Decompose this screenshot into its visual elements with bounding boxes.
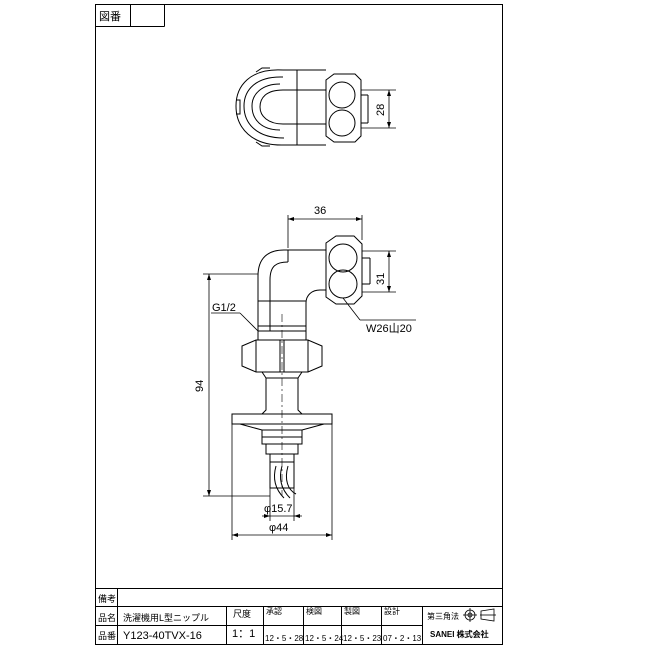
drawing-number-cell: 図番 (95, 4, 165, 27)
design-label: 設計 (384, 606, 400, 616)
approved-label: 承認 (266, 606, 282, 616)
title-block (95, 588, 503, 645)
checked-date: 12・5・24 (305, 634, 344, 643)
dimension-36-text: 36 (314, 205, 326, 217)
third-angle-projection-icon (463, 608, 496, 622)
drawing-number-label: 図番 (99, 10, 121, 23)
dimension-31-text: 31 (375, 273, 387, 285)
dimension-28-text: 28 (375, 104, 387, 116)
company-name: SANEI 株式会社 (430, 629, 489, 639)
dimension-36: 36 (287, 205, 363, 248)
thread-g-text: G1/2 (212, 302, 236, 314)
product-name-value: 洗濯機用L型ニップル (123, 612, 209, 623)
scale-value: 1：1 (232, 628, 255, 640)
top-view (235, 67, 369, 147)
dimension-dia-44: φ44 (231, 424, 333, 540)
remarks-label: 備考 (98, 593, 116, 604)
dimension-28: 28 (361, 89, 396, 129)
projection-label: 第三角法 (427, 611, 459, 621)
drawn-label: 製図 (344, 606, 360, 616)
drawing-border (95, 4, 503, 645)
product-number-label: 品番 (98, 630, 116, 641)
dimension-94-text: 94 (194, 380, 206, 392)
dimension-94: 94 (194, 273, 270, 497)
scale-label: 尺度 (233, 608, 251, 619)
thread-w-callout: W26山20 (342, 297, 416, 335)
dimension-dia-44-text: φ44 (269, 522, 288, 534)
design-date: 07・2・13 (383, 634, 422, 643)
dimension-31: 31 (362, 250, 396, 293)
dimension-dia-15-7: φ15.7 (262, 488, 302, 521)
checked-label: 検図 (306, 606, 322, 616)
drawn-date: 12・5・23 (343, 634, 382, 643)
dimension-dia-15-7-text: φ15.7 (264, 503, 293, 515)
thread-g-callout: G1/2 (211, 302, 259, 332)
product-number-value: Y123-40TVX-16 (123, 630, 202, 642)
product-name-label: 品名 (98, 612, 116, 623)
thread-w-text: W26山20 (366, 322, 412, 335)
front-view (231, 235, 371, 499)
approved-date: 12・5・28 (265, 634, 304, 643)
